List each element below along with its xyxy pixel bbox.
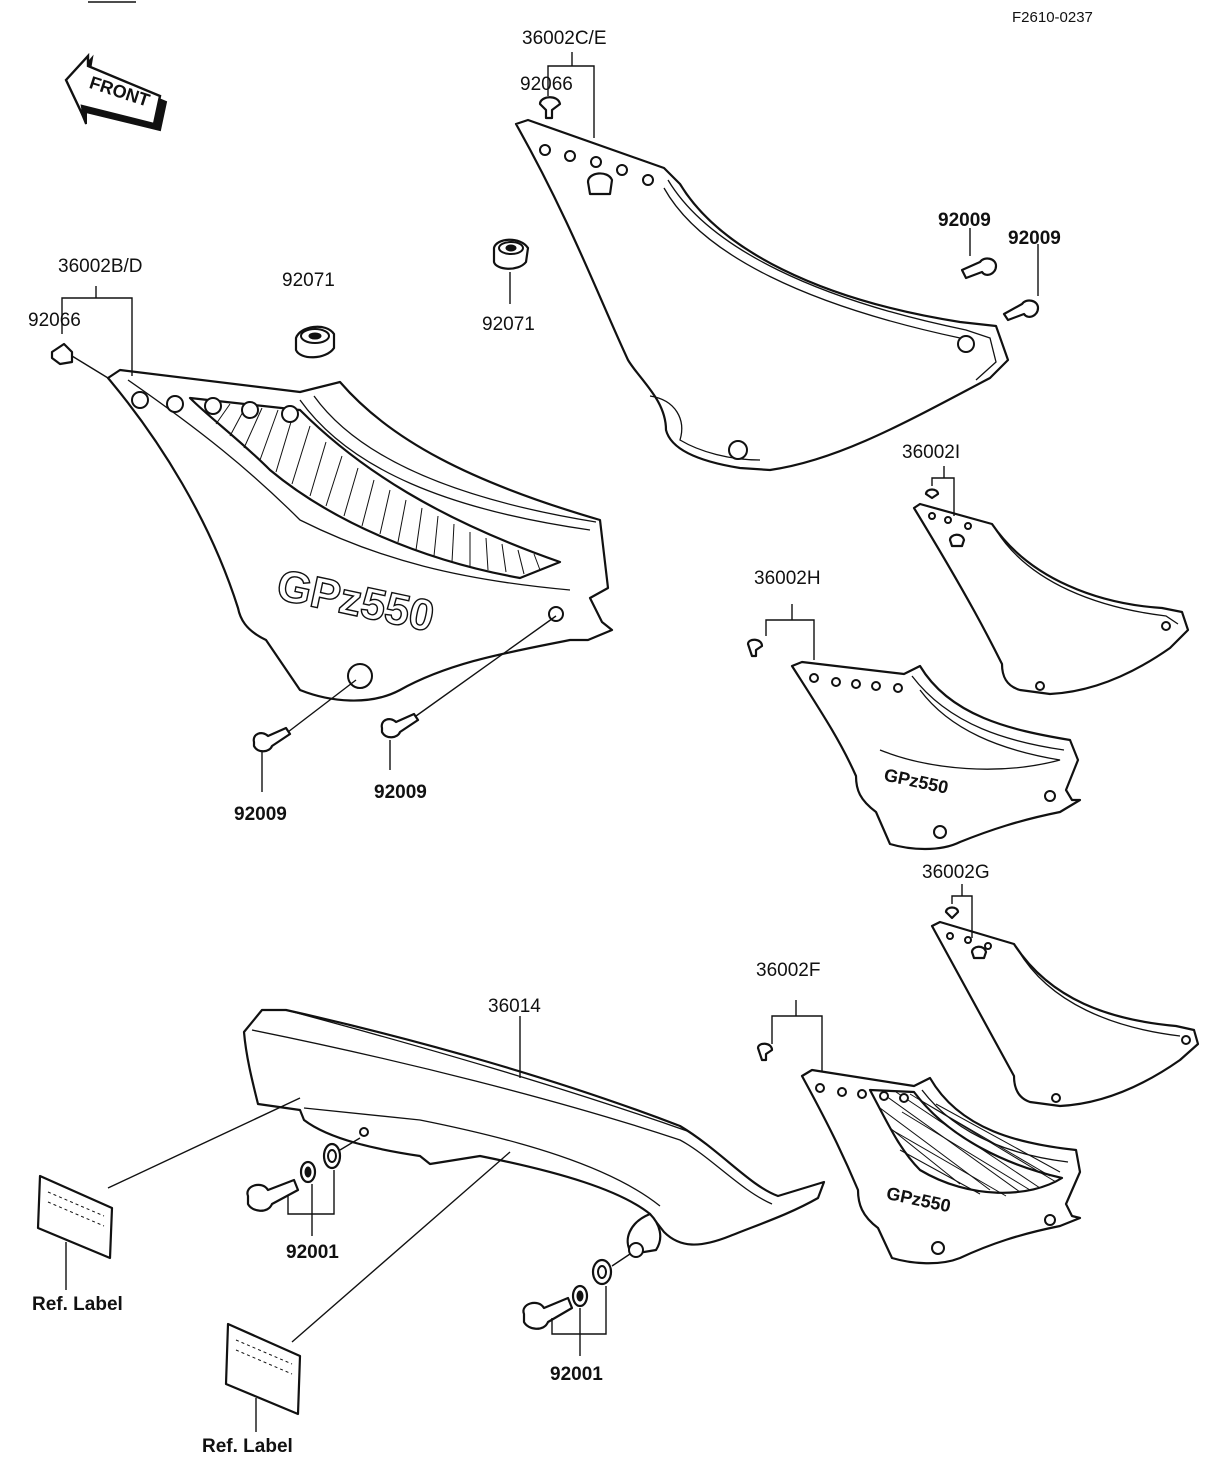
side-cover-36002g <box>930 920 1200 1108</box>
bolt-icon <box>1002 244 1040 322</box>
bolt-icon <box>522 1253 631 1330</box>
callout-92009-upper-b: 92009 <box>1008 228 1061 249</box>
side-cover-36002ce <box>514 118 1010 472</box>
diagram-code: F2610-0237 <box>1012 9 1093 26</box>
callout-92009-upper-a: 92009 <box>938 210 991 231</box>
callout-36002ce: 36002C/E <box>522 28 607 49</box>
callout-92009-lower-a: 92009 <box>234 804 287 825</box>
callout-36002i: 36002I <box>902 442 960 463</box>
callout-92066-left: 92066 <box>28 310 81 331</box>
callout-36002h: 36002H <box>754 568 821 589</box>
ref-label-2: Ref. Label <box>202 1436 293 1457</box>
bolt-icon <box>380 615 557 770</box>
callout-36002f: 36002F <box>756 960 820 981</box>
mesh-hatching <box>879 1091 1061 1197</box>
side-cover-36002f: GPz550 <box>800 1068 1082 1265</box>
grommet-icon <box>492 238 530 270</box>
callout-36002g: 36002G <box>922 862 990 883</box>
rivet-icon <box>746 638 764 658</box>
rivet-icon <box>924 488 940 500</box>
callout-36002bd: 36002B/D <box>58 256 143 277</box>
callout-92066-top: 92066 <box>520 74 573 95</box>
callout-92001-lower: 92001 <box>550 1364 603 1385</box>
callout-36014: 36014 <box>488 996 541 1017</box>
callout-92071-left: 92071 <box>282 270 335 291</box>
rivet-icon <box>756 1042 774 1062</box>
chain-guard-36014 <box>242 1008 826 1258</box>
side-cover-36002i <box>912 502 1190 696</box>
rivet-icon <box>538 96 562 120</box>
callout-92001-upper: 92001 <box>286 1242 339 1263</box>
rivet-icon <box>944 906 960 920</box>
side-cover-36002bd: GPz550 <box>106 368 614 702</box>
bolt-icon <box>252 679 357 792</box>
rivet-icon <box>50 342 109 379</box>
grommet-icon <box>294 325 336 359</box>
ref-label-decal <box>224 1151 511 1432</box>
bolt-icon <box>246 1137 361 1212</box>
callout-92009-lower-b: 92009 <box>374 782 427 803</box>
ref-label-decal <box>36 1097 301 1290</box>
front-arrow-icon: FRONT <box>64 52 168 132</box>
bolt-icon <box>960 228 998 280</box>
ref-label-1: Ref. Label <box>32 1294 123 1315</box>
side-cover-36002h: GPz550 <box>790 660 1082 851</box>
callout-92071-top: 92071 <box>482 314 535 335</box>
